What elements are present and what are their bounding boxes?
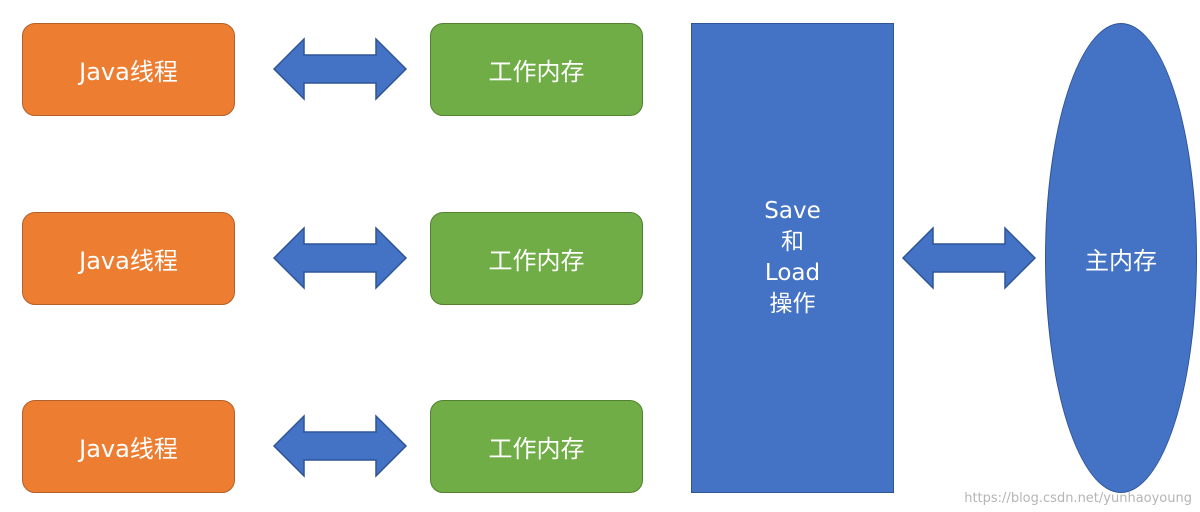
main-memory-label: 主内存 xyxy=(1085,246,1157,275)
java-thread-label: Java线程 xyxy=(79,58,178,86)
java-thread-label: Java线程 xyxy=(79,247,178,275)
ops-line-and: 和 xyxy=(781,229,804,255)
java-thread-box-1: Java线程 xyxy=(22,23,235,116)
work-memory-label: 工作内存 xyxy=(488,58,585,86)
java-thread-label: Java线程 xyxy=(79,435,178,463)
double-arrow-icon xyxy=(272,226,408,290)
ops-line-save: Save xyxy=(764,198,821,224)
work-memory-label: 工作内存 xyxy=(488,435,585,463)
work-memory-label: 工作内存 xyxy=(488,247,585,275)
work-memory-box-3: 工作内存 xyxy=(430,400,643,493)
ops-line-load: Load xyxy=(764,260,821,286)
java-thread-box-3: Java线程 xyxy=(22,400,235,493)
double-arrow-icon xyxy=(901,226,1037,290)
main-memory-ellipse: 主内存 xyxy=(1045,23,1197,493)
ops-line-operation: 操作 xyxy=(769,291,816,317)
double-arrow-icon xyxy=(272,37,408,101)
work-memory-box-1: 工作内存 xyxy=(430,23,643,116)
watermark: https://blog.csdn.net/yunhaoyoung xyxy=(964,491,1192,506)
java-thread-box-2: Java线程 xyxy=(22,212,235,305)
save-load-operations-box: Save 和 Load 操作 xyxy=(691,23,894,493)
work-memory-box-2: 工作内存 xyxy=(430,212,643,305)
double-arrow-icon xyxy=(272,414,408,478)
